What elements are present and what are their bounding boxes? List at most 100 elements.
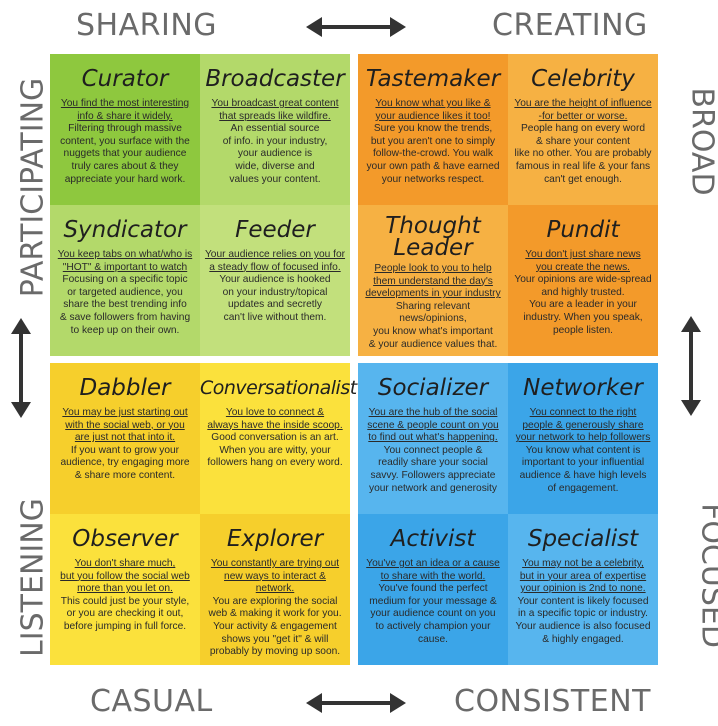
cell-tagline-line: to find out what's happening.: [368, 432, 498, 444]
cell-tagline-line: You love to connect &: [225, 407, 325, 418]
cell-description-line: in a specific topic or industry.: [517, 608, 649, 620]
cell-description-line: You are exploring the social: [212, 595, 338, 607]
cell-description: You keep tabs on what/who is"HOT" & impo…: [50, 249, 200, 337]
cell-description-line: Focusing on a specific topic: [62, 274, 188, 286]
cell-title: Broadcaster: [205, 66, 345, 92]
cell-description-line: Your opinions are wide-spread: [514, 274, 652, 286]
horizontal-arrow-top-icon: [306, 17, 406, 37]
cell-tagline-line: but in your area of expertise: [519, 570, 647, 582]
cell-description-line: appreciate your hard work.: [64, 173, 186, 185]
cell-tagline-line: You don't share much,: [74, 558, 176, 569]
cell-tagline-line: info & share it widely.: [77, 110, 173, 122]
cell-description-line: to keep up on their own.: [70, 324, 180, 336]
cell-description-line: truly cares about & they: [71, 160, 179, 172]
cell-tagline-line: to share with the world.: [380, 570, 486, 582]
cell-tagline-line: -for better or worse.: [538, 110, 628, 122]
cell-description: You are the height of influence-for bett…: [508, 98, 658, 186]
cell-description-line: Your content is likely focused: [517, 595, 649, 607]
cell-description-line: shows you "get it" & will: [221, 633, 329, 645]
cell-title: Socializer: [377, 375, 489, 401]
cell-description-line: You know what content is: [525, 444, 641, 456]
cell-description-line: you know what's important: [373, 325, 493, 337]
cell-tagline-line: a steady flow of focused info.: [209, 261, 341, 273]
cell-title: Specialist: [527, 526, 639, 552]
cell-description-line: like no other. You are probably: [514, 148, 652, 160]
cell-description-line: wide, diverse and: [235, 160, 315, 172]
cell-description-line: web & making it work for you.: [208, 608, 342, 620]
cell-tagline-line: You don't just share news: [525, 249, 641, 260]
cell-description-line: people listen.: [552, 324, 614, 336]
axis-label-creating: CREATING: [492, 8, 648, 43]
cell-description-line: When you are witty, your: [219, 444, 331, 456]
cell-description-line: People hang on every word: [520, 123, 646, 135]
cell-tagline-line: more than you let on.: [77, 583, 173, 595]
cell-description-line: & share your content: [535, 135, 630, 147]
cell-description-line: followers hang on every word.: [207, 457, 343, 469]
cell-tagline-line: that spreads like wildfire.: [219, 110, 331, 122]
cell-description-line: share the best trending info: [63, 299, 187, 311]
cell-title: Curator: [81, 66, 169, 92]
cell-tagline-line: you create the news.: [535, 261, 630, 273]
cell-description-line: Sharing relevant news/opinions,: [395, 300, 471, 325]
cell-title: Feeder: [235, 217, 315, 243]
cell-tagline-line: You find the most interesting: [60, 98, 190, 109]
cell-title: Dabbler: [79, 375, 171, 401]
cell-description-line: This could just be your style,: [60, 595, 190, 607]
cell-tagline-line: new ways to interact & network.: [224, 570, 326, 595]
cell-title: Tastemaker: [365, 66, 501, 92]
cell-description-line: or you are checking it out,: [66, 608, 184, 620]
cell-title: Explorer: [226, 526, 324, 552]
cell-tagline-line: are just not that into it.: [74, 432, 176, 444]
cell-description-line: and highly trusted.: [541, 286, 625, 298]
cell-description-line: your networks respect.: [381, 173, 485, 185]
cell-description-line: of engagement.: [547, 482, 619, 494]
cell-tagline-line: but you follow the social web: [60, 570, 190, 582]
cell-description-line: follow-the-crowd. You walk: [372, 148, 494, 160]
cell-title: Networker: [523, 375, 643, 401]
cell-description-line: Filtering through massive: [68, 123, 182, 135]
cell-description-line: can't get enough.: [544, 173, 622, 185]
cell-description-line: of info. in your industry,: [222, 135, 328, 147]
cell-tagline-line: always have the inside scoop.: [207, 419, 343, 431]
cell-tagline-line: People look to you to help: [374, 263, 492, 274]
cell-title: Celebrity: [531, 66, 635, 92]
cell-description-line: & your audience values that.: [368, 338, 498, 350]
cell-description: You don't share much,but you follow the …: [50, 558, 200, 634]
cell-description-line: but you aren't one to simply: [370, 135, 496, 147]
cell-tagline-line: You may not be a celebrity,: [522, 558, 644, 569]
axis-label-broad: BROAD: [684, 87, 718, 196]
cell-description: You love to connect &always have the ins…: [200, 407, 350, 470]
cell-description-line: You connect people &: [383, 444, 483, 456]
cell-title: Pundit: [546, 217, 620, 243]
axis-label-participating: PARTICIPATING: [15, 77, 51, 298]
cell-description-line: industry. When you speak,: [523, 311, 643, 323]
cell-tagline-line: You may be just starting out: [62, 407, 188, 418]
cell-tagline-line: them understand the day's: [373, 275, 493, 287]
cell-description-line: values your content.: [229, 173, 321, 185]
cell-description-line: medium for your message &: [369, 595, 497, 607]
cell-description-line: your own path & have earned: [366, 160, 500, 172]
cell-tagline-line: developments in your industry: [365, 288, 501, 300]
cell-description-line: Your activity & engagement: [213, 620, 337, 632]
cell-description-line: probably by moving up soon.: [209, 646, 341, 658]
cell-title: Syndicator: [63, 217, 187, 243]
cell-tagline-line: scene & people count on you: [367, 419, 499, 431]
cell-description-line: audience & have high levels: [519, 469, 647, 481]
cell-description-line: nuggets that your audience: [63, 148, 187, 160]
cell-tagline-line: with the social web, or you: [65, 419, 185, 431]
axis-label-sharing: SHARING: [76, 8, 218, 43]
